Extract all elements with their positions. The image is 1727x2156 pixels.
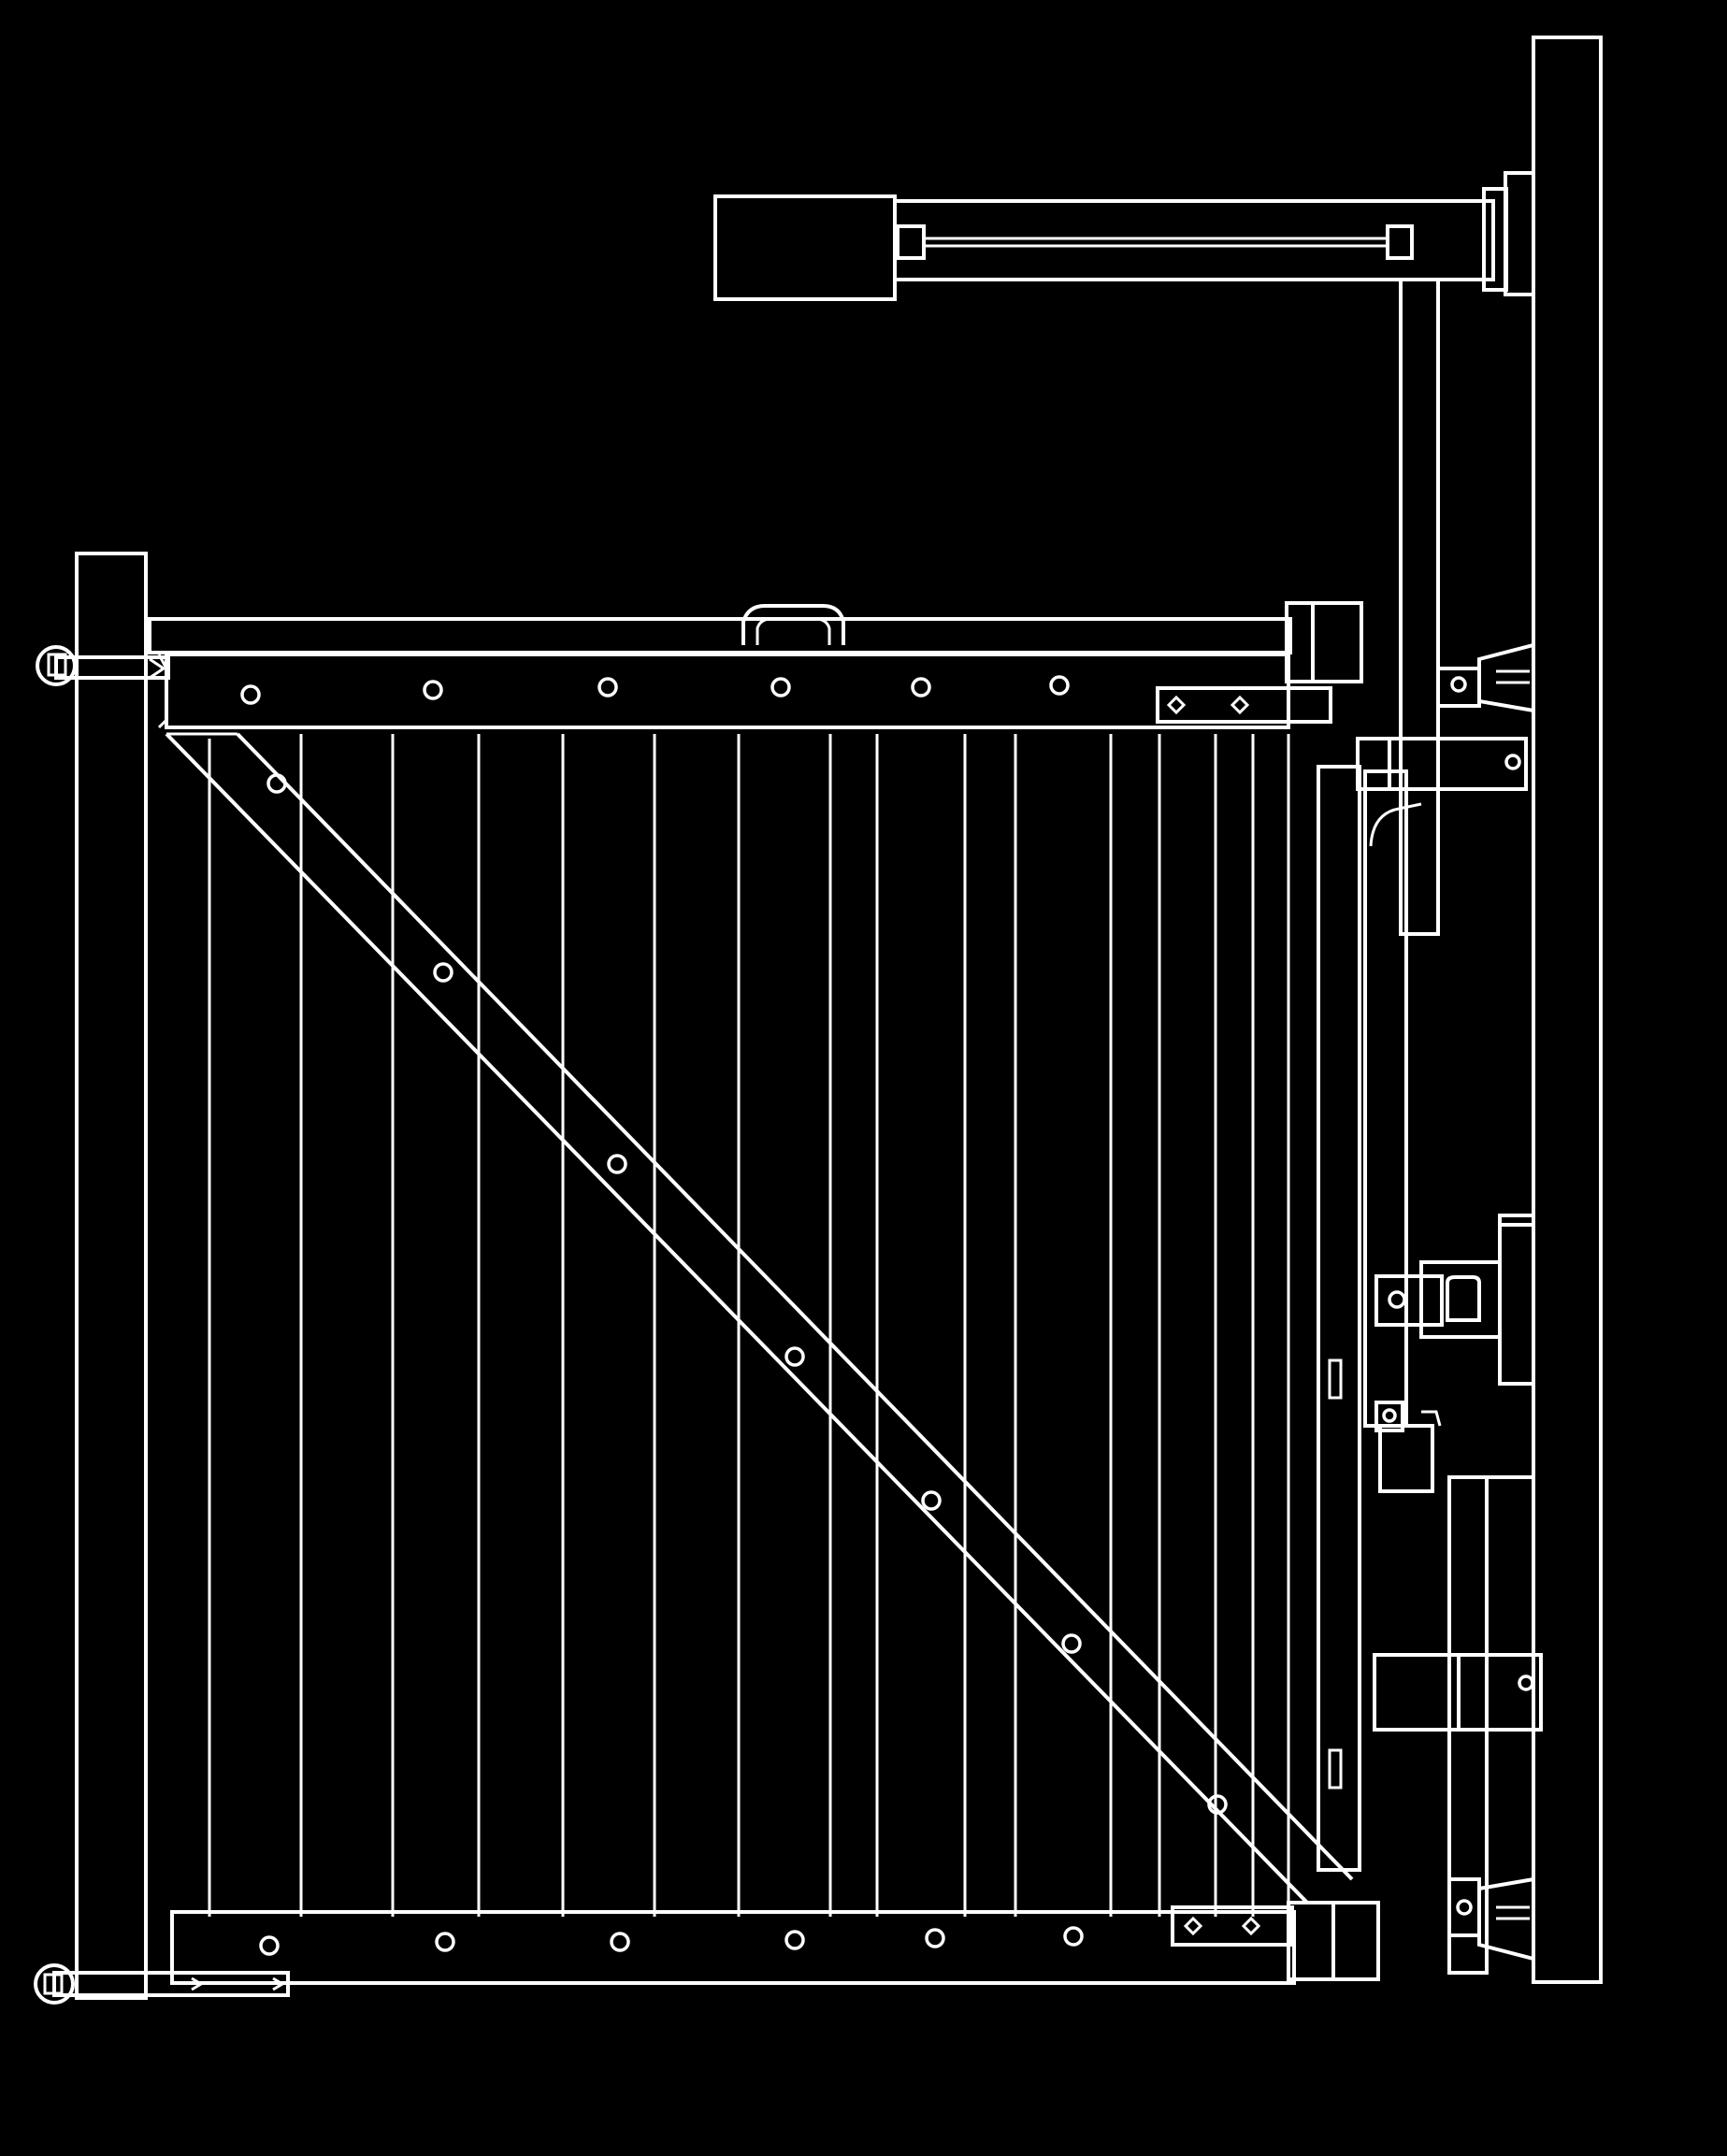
actuator-arm <box>713 171 1535 936</box>
vertical-boards <box>208 734 1361 1917</box>
latch-post <box>1532 36 1603 1984</box>
bottom-rail <box>170 1901 1380 1985</box>
diagonal-brace <box>165 732 1354 1904</box>
latch-assembly <box>1356 642 1535 1432</box>
hinge-post <box>75 552 148 2000</box>
lower-guide <box>1373 1475 1543 1975</box>
handle <box>741 604 845 645</box>
top-rail <box>148 601 1363 729</box>
drop-rod <box>1363 769 1434 1493</box>
